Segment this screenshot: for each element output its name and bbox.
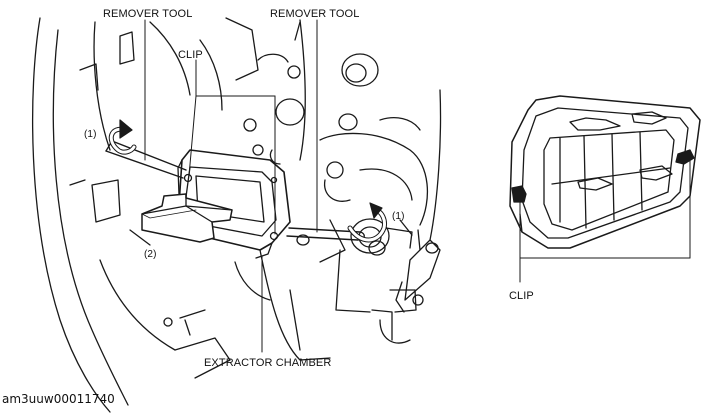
label-clip: CLIP xyxy=(178,49,203,61)
label-step-2: (2) xyxy=(144,249,157,260)
extractor-chamber-detail xyxy=(509,95,701,249)
leader-lines xyxy=(144,19,318,353)
detail-leader-lines xyxy=(519,157,691,283)
rotation-arrow-left xyxy=(108,119,137,155)
label-clip-detail: CLIP xyxy=(509,290,534,302)
remover-tool-left xyxy=(105,140,187,179)
label-extractor-chamber: EXTRACTOR CHAMBER xyxy=(204,357,332,369)
label-remover-tool-left: REMOVER TOOL xyxy=(103,8,193,20)
pull-direction-arrow xyxy=(141,193,233,243)
label-step-1-left: (1) xyxy=(84,129,97,140)
figure-code: am3uuw00011740 xyxy=(2,392,115,406)
label-step-1-right: (1) xyxy=(392,211,405,222)
vehicle-body-outline xyxy=(31,17,442,413)
bolt-holes xyxy=(163,53,439,327)
rotation-arrow-right xyxy=(347,202,387,243)
label-remover-tool-right: REMOVER TOOL xyxy=(270,8,360,20)
remover-tool-right xyxy=(286,218,413,254)
